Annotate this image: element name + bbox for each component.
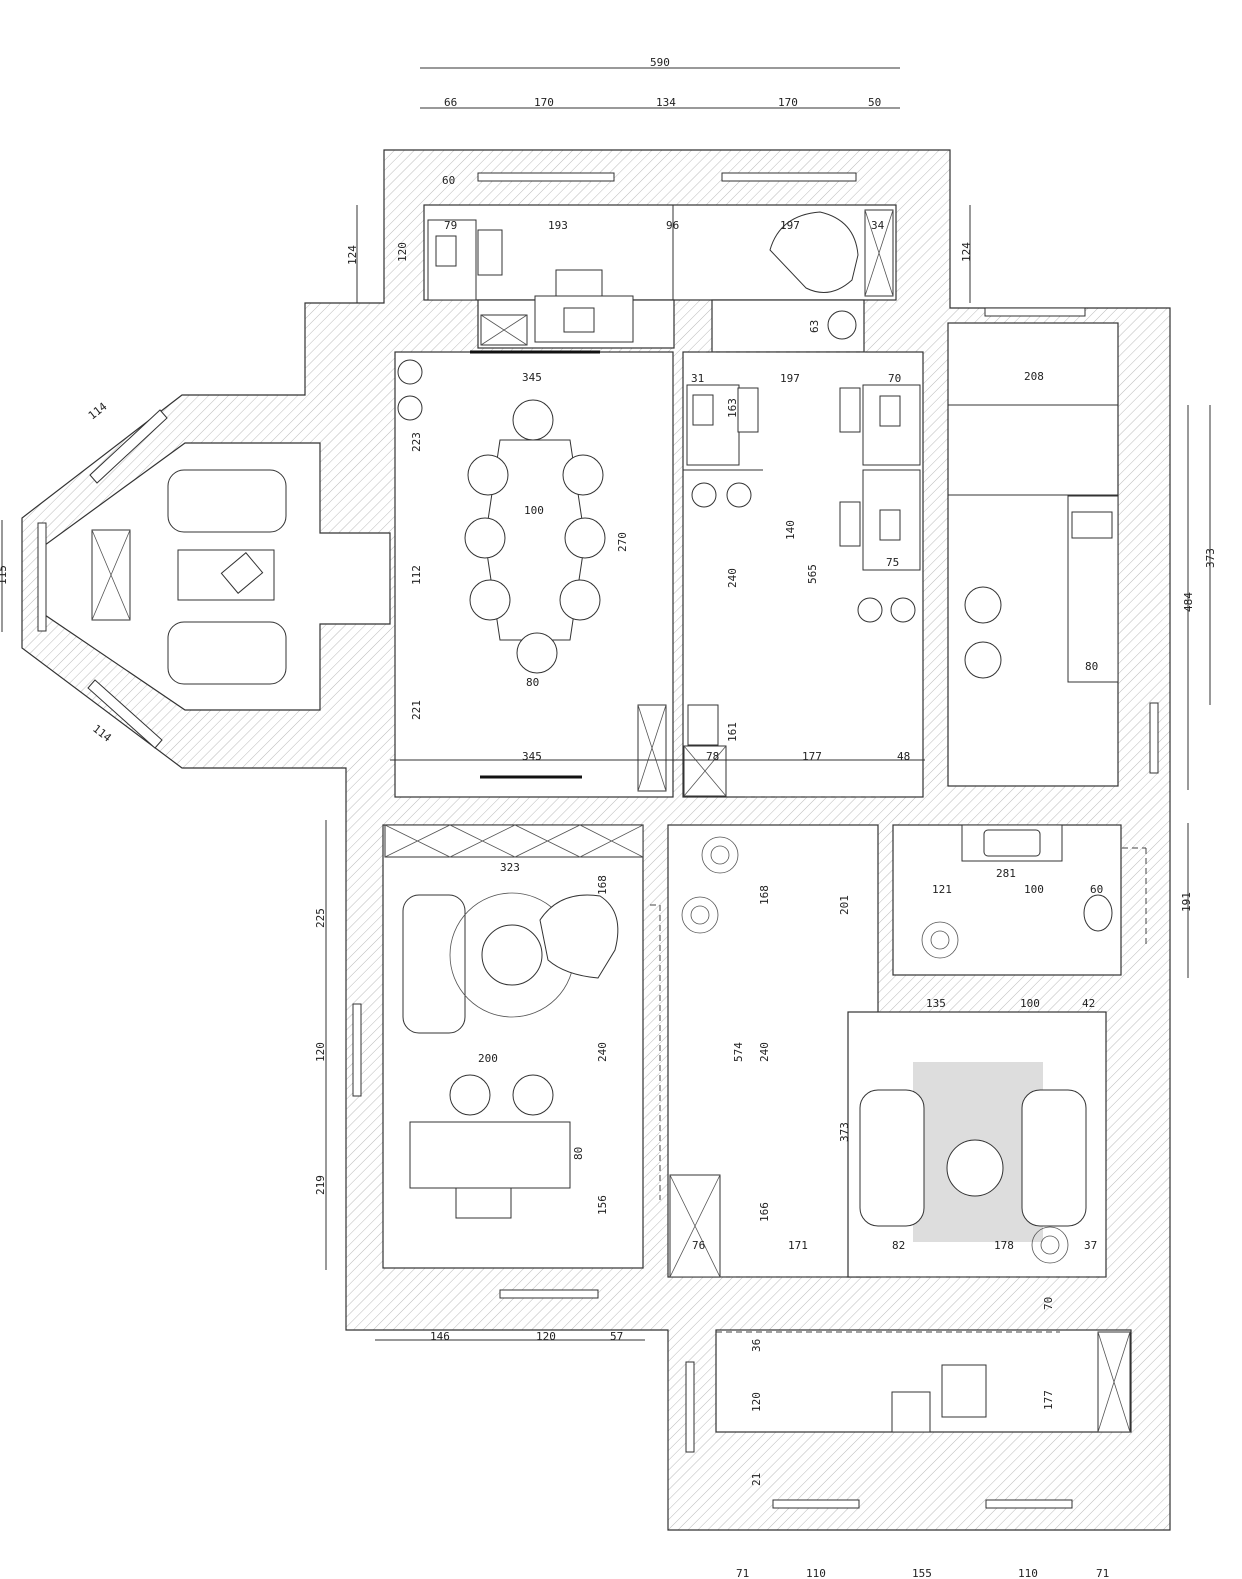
dim-office-96: 96 bbox=[666, 219, 679, 232]
dim-br-21: 21 bbox=[750, 1473, 763, 1486]
dim-meeting-270: 270 bbox=[616, 532, 629, 552]
dim-corr-70: 70 bbox=[888, 372, 901, 385]
dim-right-373: 373 bbox=[1204, 548, 1217, 568]
dimension-labels: 590 66 170 134 170 50 60 79 193 96 197 3… bbox=[0, 56, 1217, 1579]
dim-hall-373: 373 bbox=[838, 1122, 851, 1142]
dim-office-120: 120 bbox=[396, 242, 409, 262]
dim-bay-114-bottom: 114 bbox=[90, 722, 114, 745]
dim-office-124-left: 124 bbox=[346, 245, 359, 265]
dim-br-120: 120 bbox=[750, 1392, 763, 1412]
interior-lines bbox=[390, 205, 1147, 1333]
dim-living-168: 168 bbox=[596, 875, 609, 895]
dim-bath-191: 191 bbox=[1180, 892, 1193, 912]
dim-living-323: 323 bbox=[500, 861, 520, 874]
dim-living-225: 225 bbox=[314, 908, 327, 928]
dim-bath-281: 281 bbox=[996, 867, 1016, 880]
dim-bay-115: 115 bbox=[0, 565, 9, 585]
dim-top-4: 170 bbox=[778, 96, 798, 109]
dim-meeting-100: 100 bbox=[524, 504, 544, 517]
dim-top-5: 50 bbox=[868, 96, 881, 109]
dim-office-197: 197 bbox=[780, 219, 800, 232]
dim-bath-60: 60 bbox=[1090, 883, 1103, 896]
dim-hall-168: 168 bbox=[758, 885, 771, 905]
dim-right-484: 484 bbox=[1182, 592, 1195, 612]
dim-living-156: 156 bbox=[596, 1195, 609, 1215]
dim-hall-166: 166 bbox=[758, 1202, 771, 1222]
dim-hall-201: 201 bbox=[838, 895, 851, 915]
dim-corr-208: 208 bbox=[1024, 370, 1044, 383]
dim-living-200: 200 bbox=[478, 1052, 498, 1065]
dim-meeting-112: 112 bbox=[410, 565, 423, 585]
dim-hall-37: 37 bbox=[1084, 1239, 1097, 1252]
dim-hall-178: 178 bbox=[994, 1239, 1014, 1252]
dim-bottom-110-left: 110 bbox=[806, 1567, 826, 1579]
dimension-lines bbox=[1, 67, 1211, 1341]
dim-top-total: 590 bbox=[650, 56, 670, 69]
dim-top-3: 134 bbox=[656, 96, 676, 109]
dim-corr-163: 163 bbox=[726, 398, 739, 418]
dim-ll-57: 57 bbox=[610, 1330, 623, 1343]
dim-hall-82: 82 bbox=[892, 1239, 905, 1252]
dim-right-80: 80 bbox=[1085, 660, 1098, 673]
dim-corr-63: 63 bbox=[808, 320, 821, 333]
dim-meeting-345-bottom: 345 bbox=[522, 750, 542, 763]
dim-bottom-110-right: 110 bbox=[1018, 1567, 1038, 1579]
dim-office-34: 34 bbox=[871, 219, 885, 232]
dim-living-219: 219 bbox=[314, 1175, 327, 1195]
dim-meeting-345-top: 345 bbox=[522, 371, 542, 384]
windows bbox=[37, 172, 1159, 1509]
dim-br-70: 70 bbox=[1042, 1297, 1055, 1310]
dim-meeting-221: 221 bbox=[410, 700, 423, 720]
dim-corr-177: 177 bbox=[802, 750, 822, 763]
dim-bay-114-top: 114 bbox=[86, 400, 110, 423]
dim-lounge-135: 135 bbox=[926, 997, 946, 1010]
dim-bottom-155: 155 bbox=[912, 1567, 932, 1579]
dim-hall-171: 171 bbox=[788, 1239, 808, 1252]
dim-corr-31: 31 bbox=[691, 372, 704, 385]
dim-corr-240: 240 bbox=[726, 568, 739, 588]
dim-office-60: 60 bbox=[442, 174, 455, 187]
dim-meeting-80: 80 bbox=[526, 676, 539, 689]
dim-office-79: 79 bbox=[444, 219, 457, 232]
dim-corr-75: 75 bbox=[886, 556, 899, 569]
dim-bath-121: 121 bbox=[932, 883, 952, 896]
dim-living-80: 80 bbox=[572, 1147, 585, 1160]
dim-bath-100: 100 bbox=[1024, 883, 1044, 896]
dim-ll-120: 120 bbox=[536, 1330, 556, 1343]
dim-br-177: 177 bbox=[1042, 1390, 1055, 1410]
dim-corr-48: 48 bbox=[897, 750, 910, 763]
dim-bottom-71-right: 71 bbox=[1096, 1567, 1109, 1579]
dim-corr-197: 197 bbox=[780, 372, 800, 385]
furniture bbox=[91, 209, 1131, 1433]
dim-lounge-42: 42 bbox=[1082, 997, 1095, 1010]
dim-ll-146: 146 bbox=[430, 1330, 450, 1343]
dim-top-1: 66 bbox=[444, 96, 457, 109]
dim-living-240: 240 bbox=[596, 1042, 609, 1062]
plants bbox=[681, 836, 1069, 1264]
dim-office-124-right: 124 bbox=[960, 242, 973, 262]
dim-living-120: 120 bbox=[314, 1042, 327, 1062]
dim-hall-240: 240 bbox=[758, 1042, 771, 1062]
dim-corr-78: 78 bbox=[706, 750, 719, 763]
dim-top-2: 170 bbox=[534, 96, 554, 109]
dim-hall-76: 76 bbox=[692, 1239, 705, 1252]
dim-bottom-71-left: 71 bbox=[736, 1567, 749, 1579]
dim-meeting-223: 223 bbox=[410, 432, 423, 452]
dim-corr-565: 565 bbox=[806, 564, 819, 584]
dim-office-193: 193 bbox=[548, 219, 568, 232]
dim-br-36: 36 bbox=[750, 1339, 763, 1352]
dim-hall-574: 574 bbox=[732, 1042, 745, 1062]
dim-corr-161: 161 bbox=[726, 722, 739, 742]
dim-corr-140: 140 bbox=[784, 520, 797, 540]
dim-lounge-100: 100 bbox=[1020, 997, 1040, 1010]
